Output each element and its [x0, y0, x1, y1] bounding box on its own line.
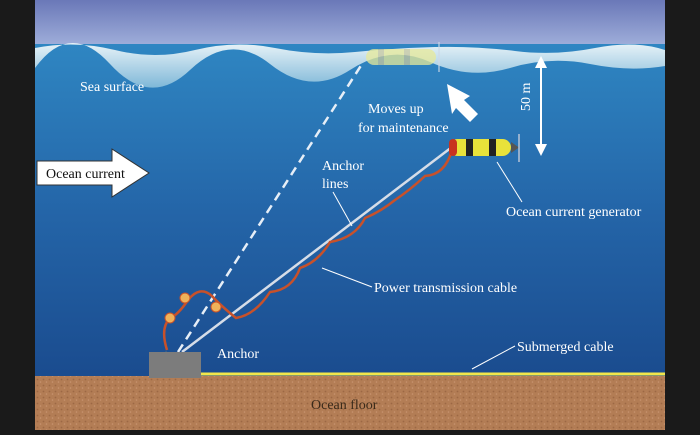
- power-cable-pointer: [321, 267, 373, 288]
- anchor-lines-label-line2: lines: [322, 177, 348, 192]
- anchor-line: [181, 146, 453, 353]
- sky: [35, 0, 665, 52]
- moves-up-label-line1: Moves up: [368, 102, 424, 117]
- submerged-cable-label: Submerged cable: [517, 340, 614, 355]
- anchor-label: Anchor: [217, 347, 259, 362]
- maintenance-anchor-line: [176, 63, 364, 353]
- ocean-current-arrow: [36, 148, 150, 198]
- sea-surface: [35, 42, 665, 88]
- sea-surface-label: Sea surface: [80, 80, 144, 95]
- cable-float: [210, 301, 222, 313]
- cable-float: [179, 292, 191, 304]
- anchor-lines-label-line1: Anchor: [322, 159, 364, 174]
- power-cable-label: Power transmission cable: [374, 281, 517, 296]
- ocean-current-generator-icon: [449, 134, 520, 162]
- generator-label: Ocean current generator: [506, 205, 642, 220]
- cable-float: [164, 312, 176, 324]
- ocean-floor-label: Ocean floor: [311, 398, 378, 413]
- depth-label: 50 m: [519, 83, 534, 112]
- anchor-block: [149, 352, 201, 378]
- sea: [35, 44, 665, 380]
- anchor-lines-pointer: [332, 191, 353, 227]
- generator-at-surface: [366, 42, 440, 72]
- submerged-cable-pointer: [471, 345, 516, 370]
- moves-up-arrow: [447, 84, 478, 122]
- moves-up-label-line2: for maintenance: [358, 121, 449, 136]
- generator-pointer: [496, 161, 523, 203]
- depth-dimension-arrow: [535, 56, 547, 156]
- ocean-current-label: Ocean current: [46, 167, 125, 182]
- ocean-floor: [35, 376, 665, 430]
